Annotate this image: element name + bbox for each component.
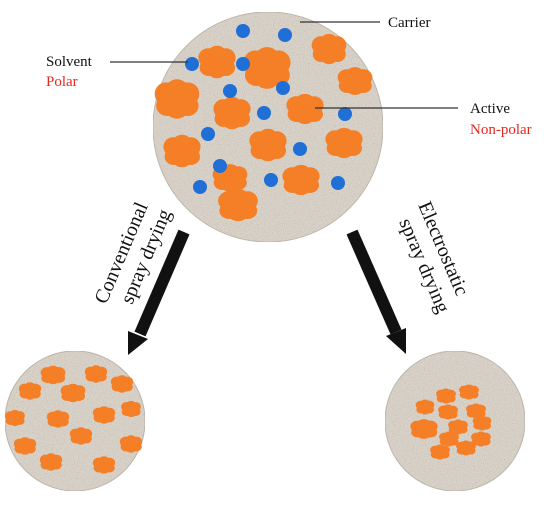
solvent-particle-main <box>278 28 292 42</box>
active-particle-conventional <box>121 400 141 418</box>
solvent-particle-main <box>331 176 345 190</box>
solvent-particle-main <box>193 180 207 194</box>
active-particle-main <box>325 127 363 159</box>
active-particle-electrostatic <box>415 399 435 415</box>
active-particle-conventional <box>84 365 108 383</box>
active-particle-electrostatic <box>430 444 450 460</box>
electrostatic-particle-group <box>410 384 492 460</box>
active-particle-main <box>282 164 320 196</box>
active-particle-electrostatic <box>436 388 456 404</box>
right-arrow-head <box>386 328 406 354</box>
active-particle-conventional <box>92 456 116 474</box>
solvent-particle-main <box>293 142 307 156</box>
solvent-particle-main <box>213 159 227 173</box>
left-arrow-head <box>128 331 148 355</box>
electrostatic-label-group: Electrostatic spray drying <box>394 198 472 316</box>
active-particle-conventional <box>18 382 42 400</box>
active-particle-electrostatic <box>466 403 486 419</box>
main-carrier-particle <box>152 11 384 243</box>
active-particle-main <box>249 128 287 162</box>
active-particle-electrostatic <box>448 419 468 435</box>
carrier-label: Carrier <box>388 15 430 31</box>
active-particle-electrostatic <box>456 440 476 456</box>
active-particle-main <box>218 188 258 222</box>
active-particle-electrostatic <box>471 431 491 447</box>
conventional-particle-group <box>5 365 143 474</box>
solvent-particle-main <box>236 24 250 38</box>
solvent-type-label: Polar <box>46 74 78 90</box>
active-particle-electrostatic <box>438 404 458 420</box>
solvent-label: Solvent <box>46 54 93 70</box>
active-particle-conventional <box>5 409 25 427</box>
solvent-particle-main <box>185 57 199 71</box>
active-particle-electrostatic <box>439 431 459 447</box>
active-particle-main <box>213 96 251 130</box>
active-particle-conventional <box>13 437 37 455</box>
active-particle-main <box>311 33 347 65</box>
electrostatic-arrow <box>346 229 406 354</box>
active-particle-electrostatic <box>472 415 492 431</box>
active-particle-main <box>286 93 324 125</box>
main-particle-group <box>154 24 373 222</box>
active-particle-conventional <box>46 410 70 428</box>
active-particle-conventional <box>110 375 134 393</box>
active-particle-main <box>198 45 236 79</box>
active-particle-conventional <box>69 427 93 445</box>
active-particle-electrostatic <box>410 419 438 439</box>
active-particle-main <box>154 79 200 119</box>
left-arrow-shaft <box>134 229 190 337</box>
active-particle-main <box>243 47 291 89</box>
active-particle-conventional <box>39 453 63 471</box>
solvent-particle-main <box>264 173 278 187</box>
active-particle-electrostatic <box>459 384 479 400</box>
main-carrier-circle <box>152 11 384 243</box>
active-particle-conventional <box>60 383 86 403</box>
right-arrow-shaft <box>346 229 402 335</box>
solvent-particle-main <box>338 107 352 121</box>
solvent-particle-main <box>223 84 237 98</box>
active-particle-conventional <box>119 435 143 453</box>
solvent-particle-main <box>236 57 250 71</box>
active-particle-main <box>337 67 373 95</box>
solvent-particle-main <box>276 81 290 95</box>
active-particle-conventional <box>40 365 66 385</box>
conventional-label-group: Conventional spray drying <box>90 199 176 307</box>
active-type-label: Non-polar <box>470 122 532 138</box>
conventional-arrow <box>128 229 190 355</box>
conventional-carrier-circle <box>4 350 146 492</box>
solvent-particle-main <box>257 106 271 120</box>
electrostatic-result-particle <box>384 350 526 492</box>
active-particle-main <box>163 134 201 168</box>
conventional-result-particle <box>4 350 146 492</box>
active-particle-conventional <box>92 406 116 424</box>
solvent-particle-main <box>201 127 215 141</box>
active-label: Active <box>470 101 510 117</box>
